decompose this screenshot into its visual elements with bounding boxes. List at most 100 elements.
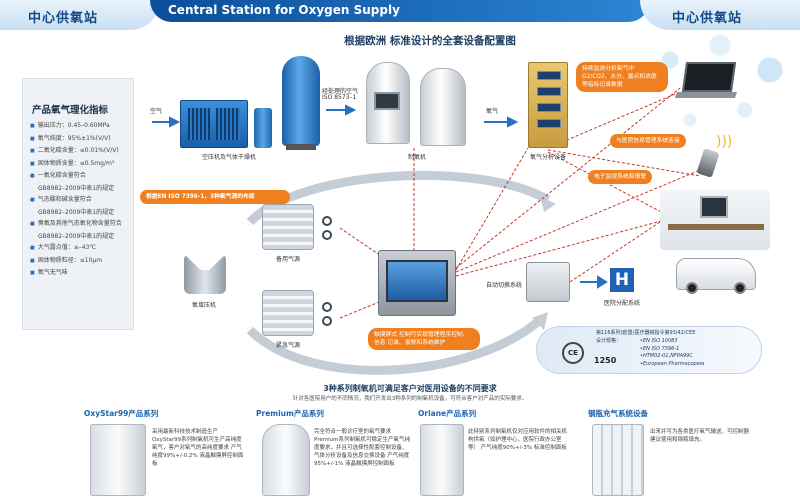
auto-switch-label: 自动切换系统 [486, 282, 523, 289]
analyzer-display-1 [537, 71, 561, 80]
cert-sub: 设计规格： [596, 338, 622, 344]
dash-controller-laptop [455, 87, 681, 269]
loop-top-head [540, 196, 556, 212]
oxygen-generator-1 [366, 62, 410, 144]
cert-directive: 第116系列(欧盟)医疗器械指令第93/42/CEE [596, 330, 696, 336]
iso-layout-note: 根据EN ISO 7396-1，3种氧气源的布局 [140, 190, 290, 204]
hospital-icon: H [610, 268, 634, 292]
spec-item: GB8982–2009中表1的规定 [38, 232, 115, 240]
ce-mark-icon: CE [562, 342, 584, 364]
emergency-valve-icon [322, 302, 332, 312]
header-banner-title: Central Station for Oxygen Supply [168, 3, 400, 17]
backup-cylinder-rack [262, 204, 314, 250]
iso-label: ISO 8573–1 [322, 94, 357, 101]
header-left-tab [0, 0, 160, 30]
product-text-cylinder: 出来并可为各类医疗氧气输送，可控制器建议使用和钢瓶填充。 [650, 429, 750, 443]
header-right-title: 中心供氧站 [672, 11, 743, 26]
spec-item: 输出压力：0.45–0.60MPa [30, 120, 134, 133]
controller-screen [386, 260, 448, 302]
treated-air-arrow-head [345, 104, 357, 116]
oxygen-generator-2 [420, 68, 466, 146]
product-title-oxystar: OxyStar99产品系列 [84, 409, 159, 418]
air-tank-base [286, 144, 316, 150]
spec-list: 输出压力：0.45–0.60MPa氧气纯度：95%±1%(V/V)二氧化碳含量：… [30, 120, 134, 280]
header-banner [150, 0, 650, 22]
van-wheel-front [686, 282, 698, 294]
air-dryer [254, 108, 272, 148]
dash-backup-controller [339, 227, 385, 259]
ce-number: 1250 [594, 356, 617, 365]
hospital-dist-label: 医院分配系统 [604, 300, 641, 307]
air-in-label: 空气 [150, 108, 163, 115]
oxygen-label: 氧气 [486, 108, 499, 115]
analyzer-display-4 [537, 119, 561, 128]
emergency-valve-icon-2 [322, 316, 332, 326]
dash-controller-analyzer [455, 147, 529, 271]
product-image-orlane [420, 424, 464, 496]
compressor-grille-left [188, 108, 210, 140]
oxygen-analyzer [528, 62, 568, 148]
treated-air-label: 经处理的空气 [322, 88, 359, 95]
generator-control-panel [374, 92, 400, 110]
product-text-oxystar: 采用最新科技技术制造生产 OxyStar99系列制氧机可生产高纯度氧气，客户对氧… [152, 429, 244, 467]
compressor-label: 空压机及气体干燥机 [202, 154, 257, 161]
dash-switch-office [569, 221, 661, 283]
booster-label: 氧增压机 [192, 302, 217, 309]
backup-valve-icon-2 [322, 230, 332, 240]
loop-bottom [246, 316, 543, 375]
dash-analyzer-phone [547, 149, 701, 177]
header-left-title: 中心供氧站 [28, 11, 99, 26]
van-wheel-rear [734, 282, 746, 294]
laptop-icon [681, 62, 737, 92]
spec-item: 固体物质含量：≤0.5mg/m³ [30, 158, 134, 171]
wifi-icon: ))) [716, 134, 733, 150]
laptop-base [674, 92, 738, 98]
spec-item: GB8982–2009中表1的规定 [38, 208, 115, 216]
emergency-cylinder-rack [262, 290, 314, 336]
spec-item: 氧气无气味 [30, 267, 134, 280]
compressor-grille-right [216, 108, 240, 140]
analyzer-label: 氧气分析设备 [530, 154, 567, 161]
product-image-cylinder [592, 424, 644, 496]
cert-standard-item: HTM02-01,NFPA99C [640, 353, 704, 361]
air-tank [282, 56, 320, 146]
analyzer-display-3 [537, 103, 561, 112]
cert-standard-item: EN ISO 7396-1 [640, 346, 704, 354]
series-desc: 针对各医院用户的不同情况，我们开发出3种系列的制氧机设备，可符合客户对产品的实际… [292, 396, 528, 402]
cert-standards-list: EN ISO 10083EN ISO 7396-1HTM02-01,NFPA99… [640, 338, 704, 368]
spec-item: 气态酸和碱含量符合 [30, 194, 134, 207]
spec-item: 氧气纯度：95%±1%(V/V) [30, 133, 134, 146]
product-title-orlane: Orlane产品系列 [418, 409, 477, 418]
product-text-orlane: 此特别系列制氧机仅对应用软件的相关机构供氧（如护理中心，医院行政办公室等） 产气… [468, 429, 568, 451]
spec-title: 产品氧气理化指标 [32, 105, 109, 116]
product-text-premium: 完全符合一般诊疗室的氧气要求 Premium系列制氧机可稳定生产氧气纯度要求，并… [314, 429, 410, 467]
phone-alarm-note: 电子监视系统和报警 [588, 170, 653, 184]
dash-analyzer-laptop [547, 91, 681, 149]
dash-controller-phone [455, 169, 701, 273]
emergency-source-label: 紧急气源 [276, 342, 301, 349]
spec-item: 大气露点值：≤–43℃ [30, 242, 134, 255]
spec-item: GB8982–2009中表1的规定 [38, 184, 115, 192]
product-image-premium [262, 424, 310, 496]
air-in-arrow-head [169, 116, 181, 128]
hospital-link-note: 与医院信息管理系统连接 [610, 134, 686, 148]
auto-switch-box [526, 262, 570, 302]
generator-label: 制氧机 [408, 154, 427, 161]
product-image-oxystar [90, 424, 146, 496]
backup-source-label: 备用气源 [276, 256, 301, 263]
series-title: 3种系列制氧机可满足客户对医用设备的不同要求 [323, 384, 497, 393]
to-hospital-arrow-head [597, 275, 608, 289]
oxygen-arrow-head [507, 116, 519, 128]
spec-item: 臭氧及其他气态氧化物含量符合 [30, 218, 134, 231]
loop-bottom-head [532, 312, 548, 330]
product-title-cylinder: 钢瓶充气系统设备 [588, 409, 648, 418]
spec-item: 一氧化碳含量符合 [30, 170, 134, 183]
diagram-title: 根据欧洲 标准设计的全套设备配置图 [344, 35, 516, 47]
analyzer-display-2 [537, 87, 561, 96]
spec-item: 固体物质粒径：≤10μm [30, 255, 134, 268]
cert-standard-item: European Pharmacopeia [640, 361, 704, 369]
dash-emergency-controller [339, 299, 385, 319]
header-right-tab [640, 0, 800, 30]
controller-note: 触摸屏式 控制可实现管理程序控制、信息 记录、报警和系统维护 [368, 328, 480, 350]
backup-valve-icon [322, 216, 332, 226]
